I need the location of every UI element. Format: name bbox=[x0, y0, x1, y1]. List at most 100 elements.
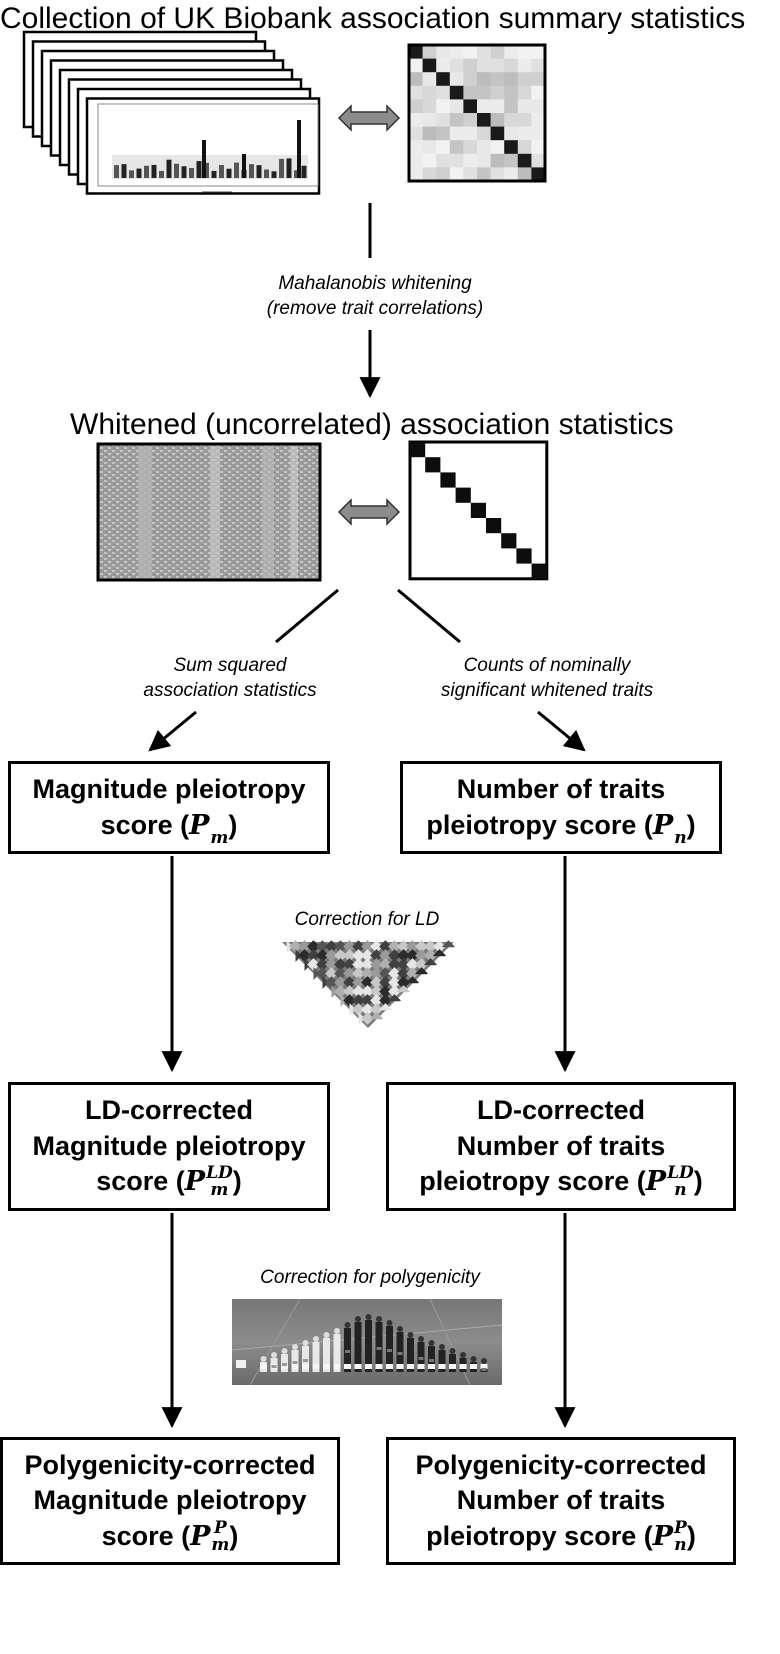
matrix-cell bbox=[477, 126, 492, 141]
score-symbol-letter: P bbox=[652, 1520, 674, 1552]
manhattan-peak bbox=[264, 169, 269, 178]
matrix-cell bbox=[436, 99, 451, 114]
matrix-cell bbox=[531, 153, 546, 168]
person-head bbox=[313, 1336, 319, 1342]
matrix-cell bbox=[504, 113, 519, 128]
caption-counts-line1: Counts of nominally bbox=[463, 655, 631, 676]
score-subscript: n bbox=[674, 1534, 687, 1555]
box-line: Number of traits bbox=[456, 1130, 666, 1161]
manhattan-peak bbox=[286, 158, 292, 178]
matrix-cell bbox=[531, 126, 546, 141]
person-head bbox=[481, 1358, 487, 1364]
person-sign bbox=[396, 1364, 404, 1369]
person-detail bbox=[282, 1363, 287, 1366]
person-sign bbox=[417, 1364, 425, 1369]
person-head bbox=[323, 1332, 330, 1338]
matrix-cell bbox=[504, 85, 519, 100]
manhattan-signal bbox=[297, 120, 301, 178]
score-subscript: n bbox=[674, 1180, 687, 1201]
matrix-cell bbox=[409, 45, 424, 60]
matrix-cell bbox=[477, 45, 492, 60]
matrix-cell bbox=[490, 167, 505, 182]
manhattan-peak bbox=[121, 164, 127, 178]
matrix-cell bbox=[436, 72, 451, 87]
matrix-frame bbox=[407, 43, 547, 183]
person-sign bbox=[344, 1364, 351, 1369]
person-column bbox=[333, 1334, 341, 1372]
manhattan-peak bbox=[294, 170, 299, 178]
caption-ld: Correction for LD bbox=[294, 909, 440, 930]
identity-diagonal-cell bbox=[455, 487, 471, 503]
matrix-cell bbox=[463, 99, 478, 114]
matrix-cell bbox=[504, 167, 519, 182]
caption-counts: Counts of nominally significant whitened… bbox=[392, 654, 702, 703]
person-head bbox=[449, 1348, 456, 1354]
person-sign bbox=[365, 1364, 372, 1369]
score-subscript: m bbox=[210, 1180, 229, 1201]
manhattan-peak bbox=[166, 159, 172, 178]
manhattan-peak bbox=[219, 165, 224, 178]
person-detail bbox=[387, 1349, 392, 1352]
polygenicity-photo-icon bbox=[231, 1298, 503, 1386]
matrix-cell bbox=[422, 167, 437, 182]
score-prefix: score ( bbox=[101, 1520, 191, 1551]
matrix-cell bbox=[477, 153, 492, 168]
matrix-cell bbox=[517, 72, 532, 87]
matrix-cell bbox=[490, 72, 505, 87]
box-line: LD-corrected bbox=[84, 1095, 254, 1126]
identity-diagonal-cell bbox=[425, 457, 441, 473]
matrix-cell bbox=[490, 85, 505, 100]
top-title: Collection of UK Biobank association sum… bbox=[0, 2, 746, 35]
person-detail bbox=[418, 1357, 424, 1360]
person-sign bbox=[428, 1364, 435, 1369]
score-superscript: LD bbox=[667, 1163, 694, 1184]
person-head bbox=[271, 1352, 277, 1358]
identity-diagonal-cell bbox=[470, 502, 486, 518]
score-superscript: LD bbox=[206, 1163, 233, 1184]
score-symbol-indices: n bbox=[674, 813, 686, 847]
matrix-cell bbox=[517, 99, 532, 114]
person-head bbox=[418, 1336, 424, 1342]
matrix-cell bbox=[449, 85, 464, 100]
person-column bbox=[438, 1350, 446, 1372]
caption-polygenicity: Correction for polygenicity bbox=[260, 1267, 480, 1288]
matrix-cell bbox=[490, 45, 505, 60]
person-head bbox=[397, 1326, 403, 1332]
person-sign bbox=[407, 1364, 414, 1369]
person-head bbox=[355, 1316, 361, 1322]
matrix-cell bbox=[409, 85, 424, 100]
matrix-cell bbox=[517, 113, 532, 128]
matrix-cell bbox=[436, 140, 451, 155]
manhattan-peak bbox=[129, 170, 134, 178]
person-column bbox=[365, 1320, 372, 1372]
identity-diagonal-cell bbox=[516, 548, 532, 564]
matrix-cell bbox=[477, 58, 492, 73]
score-suffix: ) bbox=[686, 1520, 696, 1551]
whitened-title: Whitened (uncorrelated) association stat… bbox=[70, 408, 674, 441]
matrix-cell bbox=[422, 99, 437, 114]
person-detail bbox=[345, 1350, 350, 1353]
score-subscript: m bbox=[211, 1534, 230, 1555]
matrix-cell bbox=[490, 113, 505, 128]
matrix-cell bbox=[477, 72, 492, 87]
person-detail bbox=[292, 1361, 298, 1364]
person-head bbox=[386, 1320, 393, 1326]
matrix-cell bbox=[463, 45, 478, 60]
manhattan-peak bbox=[249, 164, 254, 178]
matrix-cell bbox=[477, 113, 492, 128]
matrix-cell bbox=[422, 85, 437, 100]
score-symbol-letter: P bbox=[652, 809, 674, 841]
person-head bbox=[407, 1332, 414, 1338]
caption-whitening-line1: Mahalanobis whitening bbox=[278, 273, 472, 294]
identity-diagonal-cell bbox=[501, 533, 517, 549]
manhattan-peak bbox=[136, 168, 142, 178]
person-sign bbox=[470, 1364, 477, 1369]
matrix-cell bbox=[409, 153, 424, 168]
manhattan-peak bbox=[234, 162, 239, 178]
